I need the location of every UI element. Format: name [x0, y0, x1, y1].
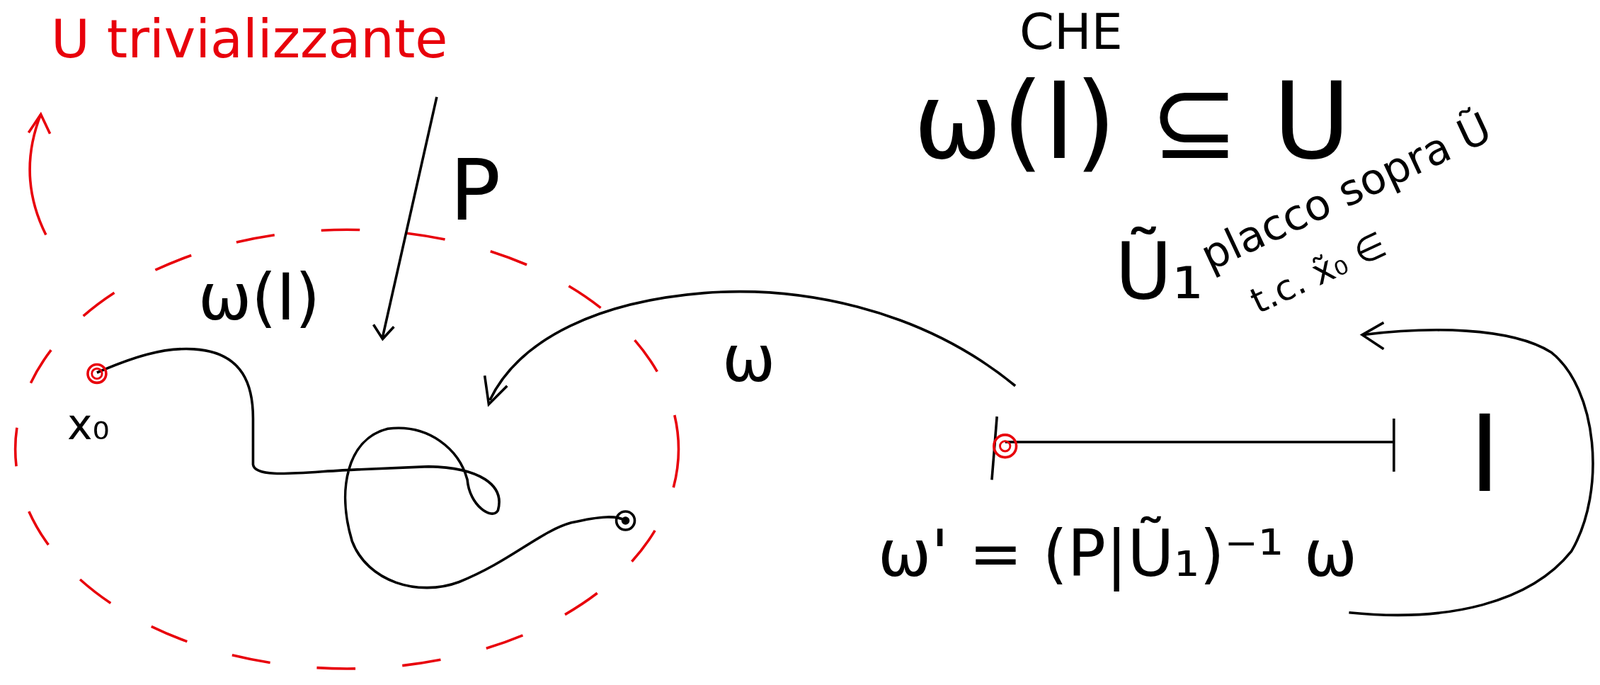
image-label: ω(I)	[198, 260, 320, 335]
pointer-arrow	[1348, 329, 1593, 615]
point-label: x₀	[67, 400, 110, 449]
arrow-head	[28, 113, 50, 134]
note-text: CHE	[1019, 3, 1123, 61]
map-label: ω	[722, 322, 776, 396]
base-point	[92, 368, 102, 379]
start-point	[993, 434, 1017, 458]
sheet-label: Ũ₁	[1115, 226, 1204, 317]
end-point	[616, 511, 636, 530]
path-curve	[96, 349, 626, 588]
region-note: U trivializzante	[50, 8, 448, 70]
neighbourhood-outline	[15, 229, 679, 669]
pointer-arrow	[29, 113, 47, 235]
formula-text: ω' = (P|Ũ₁)⁻¹ ω	[877, 516, 1358, 591]
arrow-head	[1362, 322, 1384, 349]
start-point	[1000, 441, 1011, 451]
interval-label: I	[1469, 392, 1501, 516]
arrow-head	[373, 324, 395, 339]
end-point	[621, 516, 631, 525]
interval-tick	[1392, 418, 1396, 472]
map-label: P	[449, 141, 501, 240]
formula-text: ω(I) ⊆ U	[913, 60, 1351, 183]
arrow-head	[484, 375, 508, 404]
base-point	[87, 363, 107, 383]
map-arrow	[489, 291, 1016, 400]
projection-arrow	[382, 96, 437, 337]
interval	[1005, 440, 1394, 444]
